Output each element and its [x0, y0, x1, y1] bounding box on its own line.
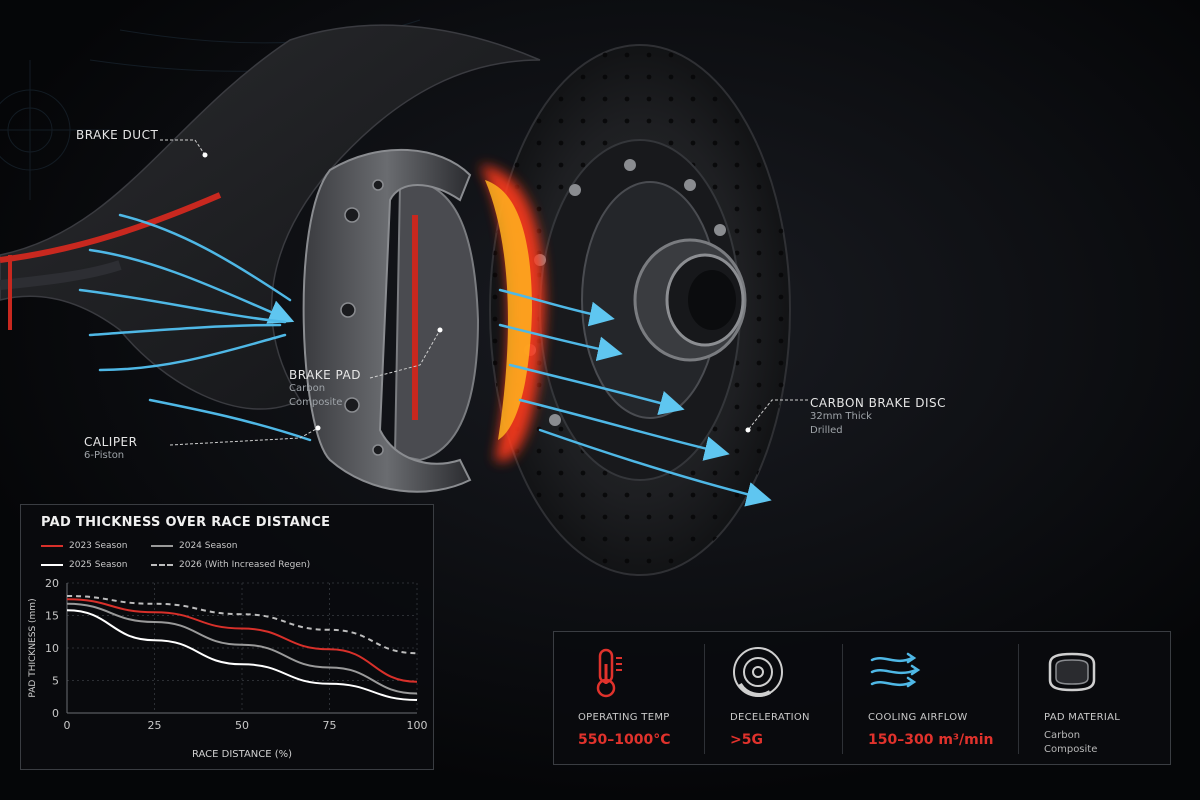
x-tick-label: 25 [148, 719, 162, 732]
stat-label-pad: PAD MATERIAL [1044, 712, 1121, 723]
x-tick-label: 50 [235, 719, 249, 732]
airflow-icon [870, 652, 921, 688]
brake-pad-icon [1048, 652, 1096, 692]
x-tick-label: 75 [323, 719, 337, 732]
brake-pad-sub2: Composite [289, 397, 343, 408]
stat-value-pad: Carbon Composite [1044, 729, 1097, 757]
y-tick-label: 0 [52, 707, 59, 720]
stat-value-airflow: 150–300 m³/min [868, 732, 994, 748]
stats-panel: OPERATING TEMP 550–1000°C DECELERATION >… [553, 631, 1171, 765]
stat-deceleration: DECELERATION >5G [706, 632, 842, 764]
stat-label-decel: DECELERATION [730, 712, 810, 723]
disc-sub2: Drilled [810, 425, 843, 436]
legend-label-2024: 2024 Season [179, 541, 238, 551]
disc-sub1: 32mm Thick [810, 411, 872, 422]
legend-swatch-2023 [41, 544, 63, 547]
stat-value-pad-line1: Carbon [1044, 730, 1081, 741]
stat-value-temp: 550–1000°C [578, 732, 671, 748]
legend-label-2023: 2023 Season [69, 541, 128, 551]
legend-label-2026: 2026 (With Increased Regen) [179, 560, 311, 570]
x-tick-label: 0 [64, 719, 71, 732]
legend-swatch-2026 [151, 563, 173, 566]
stat-label-airflow: COOLING AIRFLOW [868, 712, 968, 723]
series-line-2 [66, 609, 418, 701]
series-line-1 [66, 602, 418, 695]
disc-title: CARBON BRAKE DISC [810, 396, 947, 410]
legend-swatch-2024 [151, 544, 173, 547]
stat-label-temp: OPERATING TEMP [578, 712, 670, 723]
y-tick-label: 20 [45, 577, 59, 590]
pad-thickness-chart-panel: PAD THICKNESS OVER RACE DISTANCE 2023 Se… [20, 504, 434, 770]
brake-duct [0, 24, 541, 410]
legend-item-2024: 2024 Season [151, 541, 237, 551]
stat-operating-temp: OPERATING TEMP 550–1000°C [554, 632, 704, 764]
stat-divider [842, 644, 843, 754]
disc-label: CARBON BRAKE DISC 32mm Thick Drilled [810, 396, 946, 438]
series-line-0 [66, 598, 418, 683]
chart-title: PAD THICKNESS OVER RACE DISTANCE [41, 515, 331, 530]
brake-duct-title: BRAKE DUCT [76, 128, 159, 142]
legend-item-2023: 2023 Season [41, 541, 127, 551]
brake-pad-sub1: Carbon [289, 383, 326, 394]
legend-item-2025: 2025 Season [41, 560, 127, 570]
stat-value-decel: >5G [730, 732, 763, 748]
x-axis-label: RACE DISTANCE (%) [192, 749, 292, 760]
series-line-3 [66, 595, 418, 655]
airflow-arrows [78, 213, 772, 507]
y-tick-label: 10 [45, 642, 59, 655]
caliper-label: CALIPER 6-Piston [84, 435, 137, 463]
legend-swatch-2025 [41, 563, 63, 566]
legend-item-2026: 2026 (With Increased Regen) [151, 560, 310, 570]
brake-pad-title: BRAKE PAD [289, 368, 361, 382]
brake-duct-label: BRAKE DUCT [76, 128, 158, 142]
stat-cooling-airflow: COOLING AIRFLOW 150–300 m³/min [844, 632, 1018, 764]
thermometer-icon [596, 648, 622, 698]
y-axis-label: PAD THICKNESS (mm) [28, 598, 38, 697]
stat-divider [704, 644, 705, 754]
caliper-title: CALIPER [84, 435, 138, 449]
y-tick-label: 5 [52, 675, 59, 688]
stat-divider [1018, 644, 1019, 754]
legend-label-2025: 2025 Season [69, 560, 128, 570]
brake-disc-icon [733, 647, 783, 697]
y-tick-label: 15 [45, 610, 59, 623]
stat-pad-material: PAD MATERIAL Carbon Composite [1020, 632, 1170, 764]
caliper-sub: 6-Piston [84, 450, 125, 461]
stat-value-pad-line2: Composite [1044, 744, 1098, 755]
brake-pad-label: BRAKE PAD Carbon Composite [289, 368, 361, 410]
x-tick-label: 100 [407, 719, 428, 732]
